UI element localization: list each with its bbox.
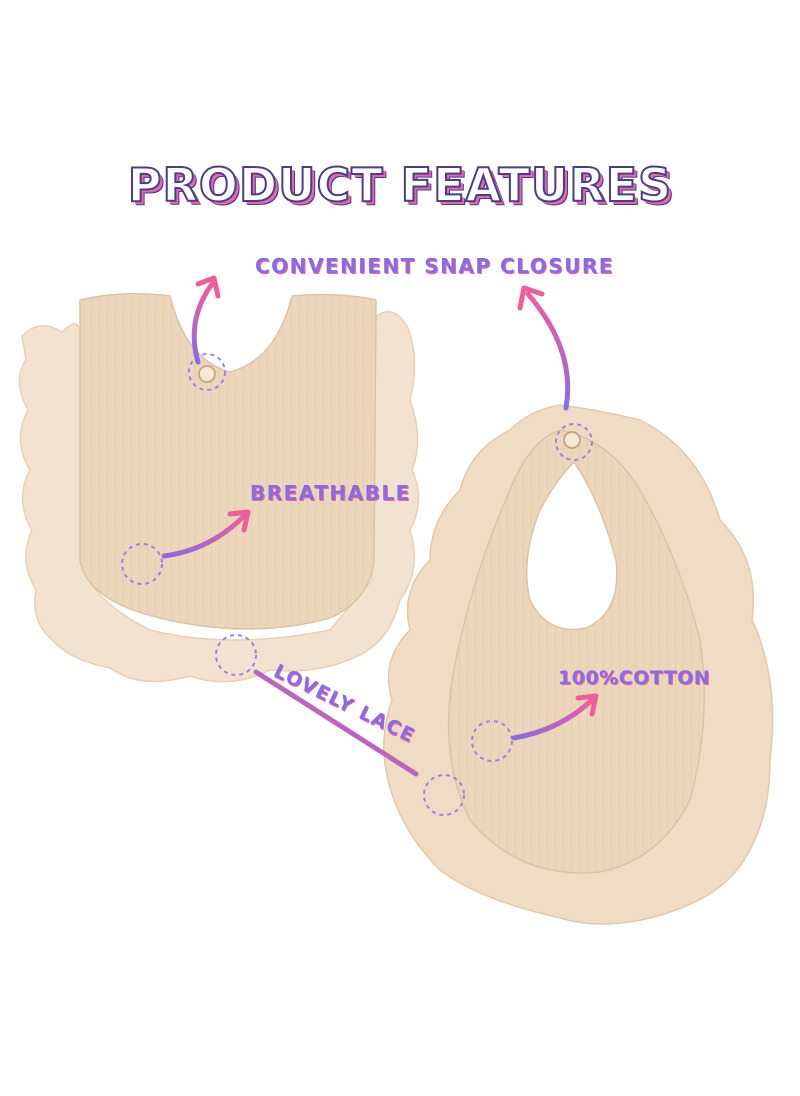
arrow-icon xyxy=(161,513,247,559)
left-bib xyxy=(18,293,420,683)
arrow-icon xyxy=(253,669,419,777)
dashed-circle-icon xyxy=(188,353,226,391)
arrow-icon xyxy=(525,291,571,411)
dashed-circle-icon xyxy=(121,543,163,585)
dashed-circle-icon xyxy=(423,774,465,816)
dashed-circle-icon xyxy=(215,634,257,676)
page-title: PRODUCT FEATURES xyxy=(127,157,673,213)
snap-button-icon xyxy=(198,365,216,383)
highlight-circles xyxy=(121,353,593,816)
right-bib-neck-hole xyxy=(525,460,618,631)
feature-arrows xyxy=(161,275,599,777)
left-bib-ruffle xyxy=(18,311,420,683)
feature-label-breathable: BREATHABLE xyxy=(250,481,411,505)
arrow-icon xyxy=(511,697,595,741)
feature-label-snap-closure: CONVENIENT SNAP CLOSURE xyxy=(255,254,614,278)
arrow-icon xyxy=(191,281,215,365)
right-bib xyxy=(383,404,774,925)
feature-label-cotton: 100%COTTON xyxy=(558,667,711,689)
snap-button-icon xyxy=(563,431,581,449)
dashed-circle-icon xyxy=(471,720,513,762)
dashed-circle-icon xyxy=(555,423,593,461)
